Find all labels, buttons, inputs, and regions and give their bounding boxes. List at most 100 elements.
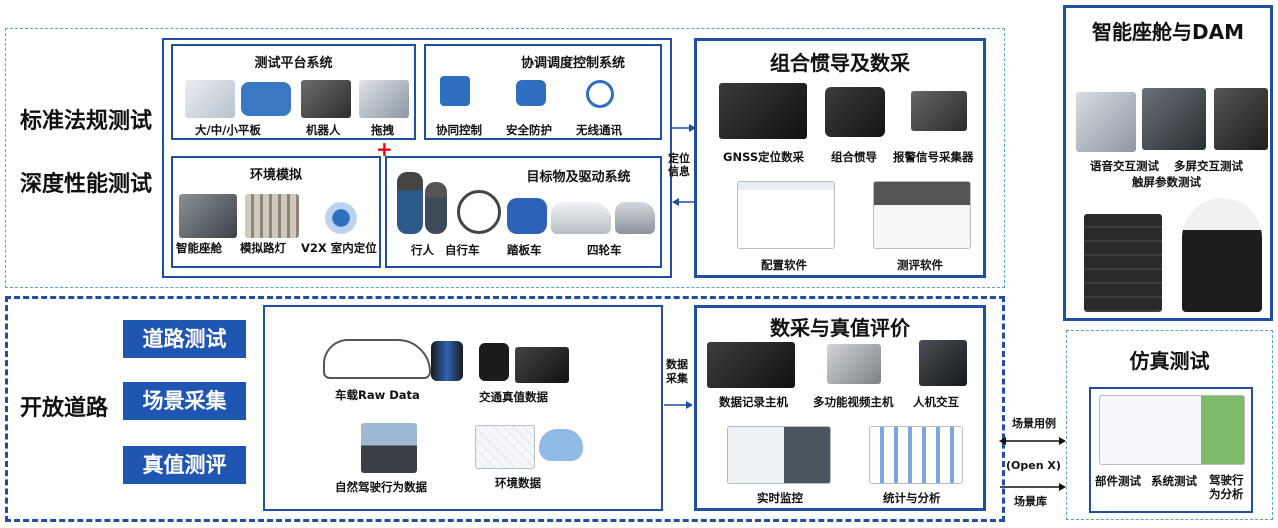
cockpit-label: 智能座舱 bbox=[176, 241, 222, 255]
openx-label: (Open X) bbox=[1006, 459, 1061, 472]
bicycle-image bbox=[457, 190, 501, 234]
traffic-truth-label: 交通真值数据 bbox=[479, 390, 548, 404]
wireless-label: 无线通讯 bbox=[576, 123, 622, 137]
video-host-image bbox=[827, 344, 881, 384]
position-info-arrows bbox=[672, 124, 696, 206]
test-platform-box: 测试平台系统 大/中/小平板 机器人 拖拽 bbox=[171, 44, 416, 140]
label-open-road: 开放道路 bbox=[20, 396, 109, 421]
driving-behavior-image bbox=[361, 423, 417, 473]
server-rack-image bbox=[1084, 214, 1162, 312]
open-road-region bbox=[5, 296, 1005, 522]
weather-icon bbox=[539, 429, 583, 461]
scene-case-arrow bbox=[999, 437, 1066, 445]
plus-sign: + bbox=[376, 137, 393, 161]
coordination-box: 协调调度控制系统 协同控制 安全防护 无线通讯 bbox=[424, 44, 662, 140]
ins-title: 组合惯导及数采 bbox=[770, 51, 910, 75]
gnss-label: GNSS定位数采 bbox=[723, 150, 805, 164]
simulation-inner-box: 部件测试 系统测试 驾驶行为分析 bbox=[1089, 387, 1253, 513]
test-platform-title: 测试平台系统 bbox=[254, 56, 333, 71]
raw-data-frame: 车载Raw Data 交通真值数据 自然驾驶行为数据 环境数据 bbox=[263, 305, 663, 511]
bicycle-label: 自行车 bbox=[445, 243, 480, 257]
data-box-image bbox=[515, 347, 569, 383]
data-collect-arrow bbox=[664, 401, 693, 409]
scene-lib-arrow bbox=[1000, 483, 1066, 491]
gear-monitor-icon bbox=[440, 76, 470, 106]
road-test-button: 道路测试 bbox=[123, 320, 246, 358]
scene-case-label: 场景用例 bbox=[1012, 417, 1056, 430]
label-depth-test: 深度性能测试 bbox=[20, 172, 153, 197]
hmi-label: 人机交互 bbox=[913, 395, 959, 409]
car-outline-image bbox=[323, 339, 431, 379]
tow-image bbox=[359, 80, 409, 118]
realtime-monitor-screenshot bbox=[727, 426, 831, 484]
robot-image bbox=[301, 80, 351, 118]
system-test-label: 系统测试 bbox=[1151, 474, 1197, 488]
remote-control-icon bbox=[516, 80, 546, 106]
multiscreen-test-image bbox=[1142, 88, 1206, 150]
ins-device-image bbox=[825, 87, 885, 137]
pedestrian-image-2 bbox=[425, 182, 447, 234]
safety-label: 安全防护 bbox=[506, 123, 552, 137]
scene-lib-label: 场景库 bbox=[1014, 495, 1047, 508]
flat-plate-image bbox=[185, 80, 235, 118]
multiscreen-test-label: 多屏交互测试 bbox=[1174, 159, 1243, 173]
regulation-test-region bbox=[5, 28, 1005, 288]
truth-frame: 数采与真值评价 数据记录主机 多功能视频主机 人机交互 实时监控 统计与分析 bbox=[694, 305, 986, 511]
eval-software-screenshot bbox=[873, 181, 971, 249]
component-test-label: 部件测试 bbox=[1095, 474, 1141, 488]
target-box: 目标物及驱动系统 行人 自行车 踏板车 四轮车 bbox=[385, 156, 662, 268]
realtime-monitor-label: 实时监控 bbox=[757, 491, 803, 505]
flat-plate-label: 大/中/小平板 bbox=[195, 123, 261, 137]
config-software-label: 配置软件 bbox=[761, 258, 807, 272]
environment-box: 环境模拟 智能座舱 模拟路灯 V2X 室内定位 bbox=[171, 156, 381, 268]
pedestrian-image bbox=[397, 172, 423, 234]
ins-label: 组合惯导 bbox=[831, 150, 877, 164]
alarm-collector-label: 报警信号采集器 bbox=[893, 150, 974, 164]
flat-plate-image-2 bbox=[241, 82, 291, 116]
touch-test-image bbox=[1214, 88, 1268, 150]
simulation-screenshot bbox=[1099, 395, 1245, 465]
tow-label: 拖拽 bbox=[371, 123, 394, 137]
eval-software-label: 测评软件 bbox=[897, 258, 943, 272]
simulation-title: 仿真测试 bbox=[1129, 349, 1210, 373]
car-image bbox=[551, 202, 611, 234]
voice-test-label: 语音交互测试 bbox=[1090, 159, 1159, 173]
simulation-region: 仿真测试 部件测试 系统测试 驾驶行为分析 bbox=[1066, 330, 1273, 520]
driver-monitor-image bbox=[1182, 198, 1262, 312]
cockpit-image bbox=[179, 194, 237, 238]
data-collect-label: 数据 采集 bbox=[666, 358, 688, 385]
scooter-label: 踏板车 bbox=[507, 243, 542, 257]
truth-title: 数采与真值评价 bbox=[770, 316, 910, 340]
v2x-label: V2X 室内定位 bbox=[301, 241, 377, 255]
cockpit-frame: 智能座舱与DAM 语音交互测试 多屏交互测试 触屏参数测试 bbox=[1063, 5, 1273, 321]
environment-data-label: 环境数据 bbox=[495, 476, 541, 490]
stats-screenshot bbox=[869, 426, 963, 484]
coop-control-label: 协同控制 bbox=[436, 123, 482, 137]
target-title: 目标物及驱动系统 bbox=[526, 170, 631, 185]
phone-image bbox=[479, 343, 509, 381]
raw-data-label: 车载Raw Data bbox=[335, 388, 420, 402]
hmi-image bbox=[919, 340, 967, 386]
environment-title: 环境模拟 bbox=[249, 168, 302, 183]
cockpit-title: 智能座舱与DAM bbox=[1092, 20, 1244, 44]
scene-collect-button: 场景采集 bbox=[123, 382, 246, 420]
gnss-device-image bbox=[719, 83, 807, 139]
scooter-image bbox=[507, 198, 547, 234]
car-image-2 bbox=[615, 202, 655, 234]
label-standard-test: 标准法规测试 bbox=[20, 109, 153, 134]
v2x-icon bbox=[321, 198, 361, 238]
ins-frame: 组合惯导及数采 GNSS定位数采 组合惯导 报警信号采集器 配置软件 测评软件 bbox=[694, 38, 986, 278]
position-info-label: 定位 信息 bbox=[668, 152, 690, 178]
circuit-icon bbox=[586, 80, 614, 108]
map-image bbox=[475, 425, 535, 469]
recorder-host-image bbox=[707, 342, 795, 388]
car-label: 四轮车 bbox=[587, 243, 622, 257]
robot-label: 机器人 bbox=[306, 123, 341, 137]
video-host-label: 多功能视频主机 bbox=[813, 395, 894, 409]
pedestrian-label: 行人 bbox=[411, 243, 434, 257]
alarm-collector-image bbox=[911, 91, 967, 131]
street-light-label: 模拟路灯 bbox=[240, 241, 286, 255]
touch-test-label: 触屏参数测试 bbox=[1132, 175, 1201, 189]
driving-behavior-label: 自然驾驶行为数据 bbox=[335, 480, 427, 494]
voice-test-image bbox=[1076, 92, 1136, 152]
